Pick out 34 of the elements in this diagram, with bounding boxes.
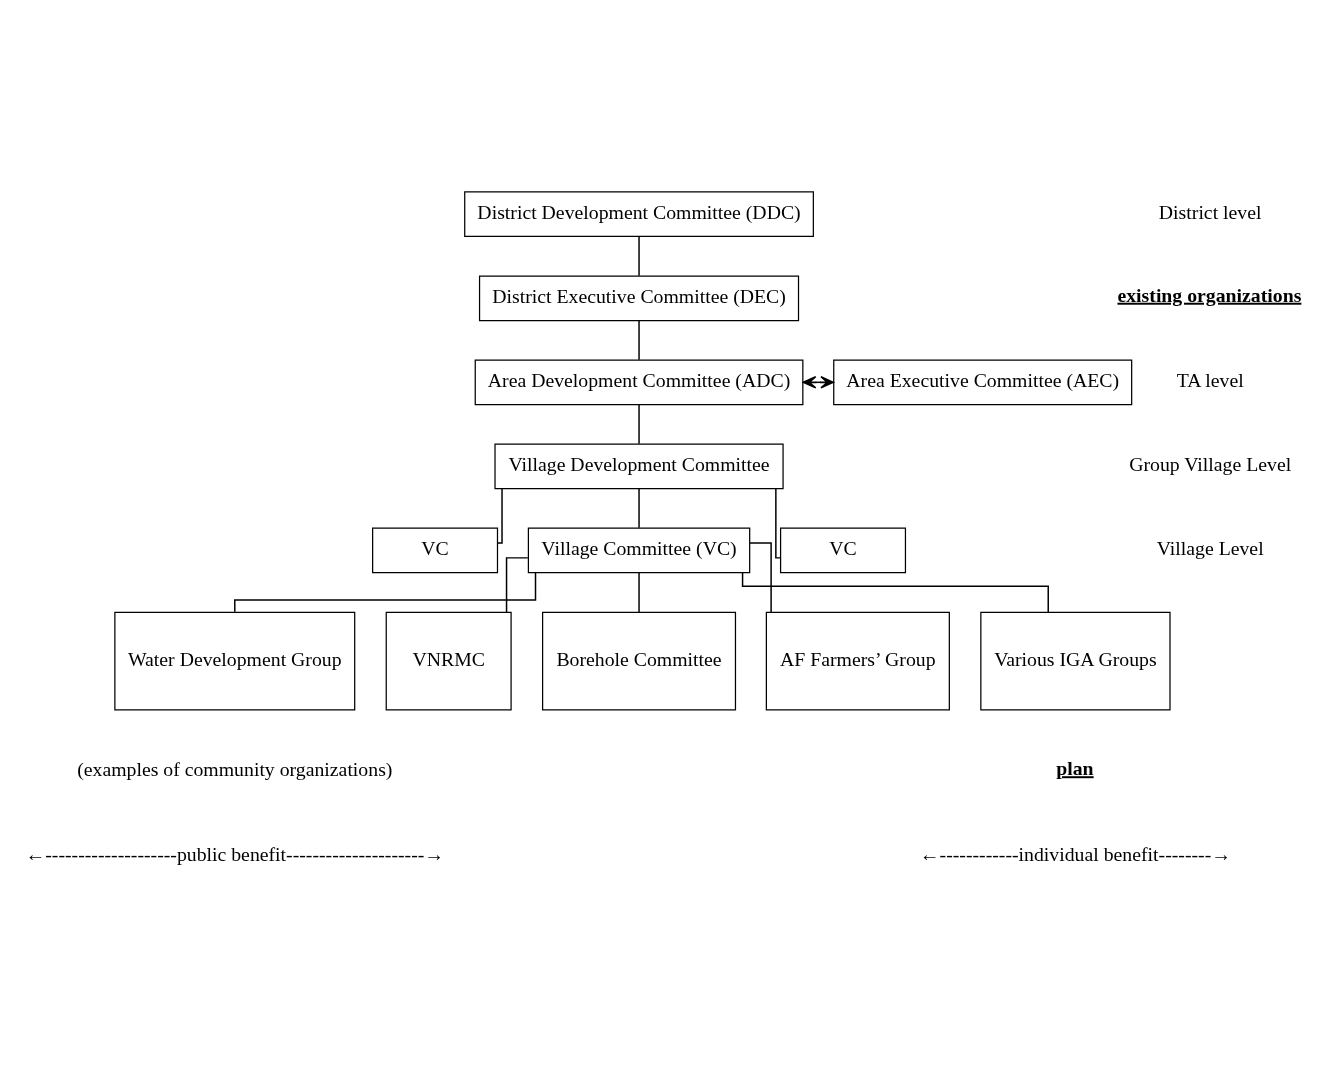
node-box: Various IGA Groups: [980, 611, 1171, 711]
node-box: District Development Committee (DDC): [464, 191, 814, 238]
label: plan: [1056, 757, 1094, 780]
connector: [638, 488, 640, 529]
connector: [741, 572, 1049, 613]
label: District level: [1158, 200, 1262, 223]
label: Village Level: [1156, 537, 1264, 560]
label: TA level: [1176, 369, 1244, 392]
connector: [496, 488, 503, 544]
node-box: VC: [779, 527, 907, 574]
connector: [638, 320, 640, 361]
connector: [638, 572, 640, 613]
connector: [775, 488, 781, 559]
label: existing organizations: [1117, 283, 1302, 306]
node-box: VNRMC: [385, 611, 512, 711]
connector: [638, 236, 640, 277]
label: ←--------------------public benefit---------------------→: [25, 842, 445, 865]
label: ←------------individual benefit--------→: [919, 842, 1232, 865]
connector: [749, 542, 772, 613]
node-box: AF Farmers’ Group: [765, 611, 950, 711]
connector: [505, 557, 529, 613]
node-box: Borehole Committee: [542, 611, 737, 711]
node-box: VC: [372, 527, 499, 574]
node-box: Village Development Committee: [494, 443, 784, 490]
arrow: [802, 376, 835, 389]
node-box: District Executive Committee (DEC): [478, 275, 800, 322]
connector: [234, 572, 537, 613]
label: (examples of community organizations): [77, 758, 393, 781]
node-box: Area Executive Committee (AEC): [833, 359, 1133, 406]
label: Group Village Level: [1129, 453, 1292, 476]
node-box: Village Committee (VC): [527, 527, 751, 574]
connector: [638, 404, 640, 445]
node-box: Area Development Committee (ADC): [474, 359, 804, 406]
node-box: Water Development Group: [114, 611, 356, 711]
